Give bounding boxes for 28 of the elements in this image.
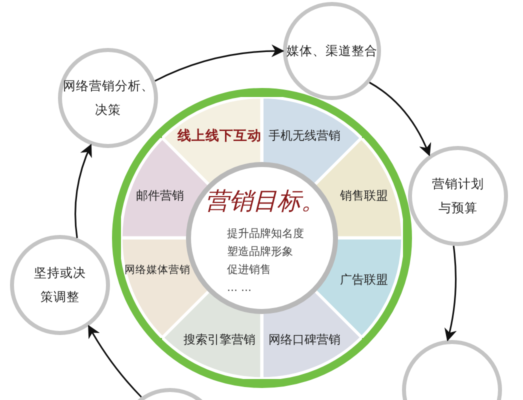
arrow	[88, 324, 142, 398]
step-label: 坚持或决策调整	[33, 264, 87, 306]
list-item: 提升品牌知名度	[227, 227, 304, 241]
sector-label: 邮件营销	[136, 187, 184, 204]
step-label: 网络营销分析、决策	[63, 77, 153, 119]
heading: 营销目标。	[205, 187, 325, 215]
sector-label: 搜索引擎营销	[184, 332, 256, 349]
sector-label: 网络口碑营销	[268, 332, 340, 349]
sector	[262, 290, 362, 379]
sector	[162, 290, 262, 379]
sector-label: 线上线下互动	[178, 126, 262, 145]
step-circle	[283, 2, 381, 100]
sector-label: 手机无线营销	[268, 127, 340, 144]
sector-label: 广告联盟	[340, 272, 388, 289]
arrow	[369, 82, 431, 156]
step-label: 营销计划与预算	[431, 175, 485, 217]
step-label: 媒体、渠道整合	[286, 42, 378, 60]
sector-label: 网络媒体营销	[124, 263, 190, 277]
step-circle	[408, 146, 508, 246]
step-circle	[10, 235, 110, 335]
arrow	[154, 44, 284, 82]
sector-label: 销售联盟	[340, 187, 388, 204]
step-circle	[58, 48, 158, 148]
list-item: 促进销售	[227, 263, 271, 277]
arrow	[74, 144, 92, 238]
list-item: 塑造品牌形象	[227, 245, 293, 259]
arrow	[444, 246, 457, 342]
list-item: ... ...	[227, 281, 252, 295]
